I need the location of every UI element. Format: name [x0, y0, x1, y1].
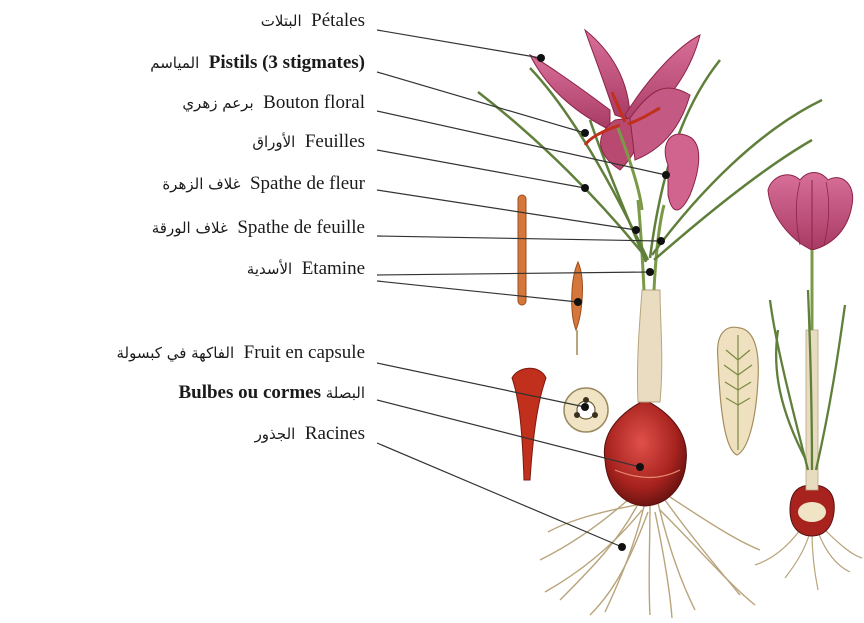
label-etamine-fr: Etamine	[302, 258, 365, 279]
label-pistils-fr: Pistils (3 stigmates)	[209, 52, 365, 73]
flower-bud	[665, 134, 699, 210]
label-pistils-ar: المياسم	[150, 54, 199, 72]
label-feuilles: الأوراق Feuilles	[252, 131, 365, 153]
label-bulbes-ar: البصلة	[326, 384, 365, 402]
label-bulbes-fr: Bulbes ou cormes	[178, 382, 321, 403]
label-spathe-fleur-fr: Spathe de fleur	[250, 173, 365, 194]
label-pistils: المياسم Pistils (3 stigmates)	[150, 52, 365, 74]
label-racines: الجذور Racines	[255, 423, 365, 445]
label-bouton-floral-fr: Bouton floral	[263, 92, 365, 113]
bulb-shape	[604, 400, 686, 506]
label-racines-ar: الجذور	[255, 425, 296, 443]
label-bouton-floral: برعم زهري Bouton floral	[182, 92, 365, 114]
label-racines-fr: Racines	[305, 423, 365, 444]
label-spathe-fleur-ar: غلاف الزهرة	[162, 175, 240, 193]
label-fruit-capsule-ar: الفاكهة في كبسولة	[117, 344, 235, 362]
label-feuilles-ar: الأوراق	[252, 133, 295, 151]
roots	[540, 497, 760, 618]
label-fruit-capsule-fr: Fruit en capsule	[244, 342, 365, 363]
label-petales-fr: Pétales	[311, 10, 365, 31]
label-petales: البتلات Pétales	[261, 10, 365, 32]
label-etamine-ar: الأسدية	[247, 260, 292, 278]
label-feuilles-fr: Feuilles	[305, 131, 365, 152]
stigma-detail	[512, 368, 546, 480]
second-plant	[755, 173, 862, 591]
label-spathe-feuille: غلاف الورقة Spathe de feuille	[152, 217, 365, 239]
label-etamine: الأسدية Etamine	[247, 258, 365, 280]
corm-section	[718, 327, 759, 455]
label-fruit-capsule: الفاكهة في كبسولة Fruit en capsule	[117, 342, 365, 364]
label-spathe-fleur: غلاف الزهرة Spathe de fleur	[162, 173, 365, 195]
label-petales-ar: البتلات	[261, 12, 302, 30]
label-spathe-feuille-fr: Spathe de feuille	[237, 217, 365, 238]
label-bouton-floral-ar: برعم زهري	[182, 94, 253, 112]
label-spathe-feuille-ar: غلاف الورقة	[152, 219, 228, 237]
stem	[637, 290, 661, 402]
label-bulbes: Bulbes ou cormes البصلة	[178, 382, 365, 404]
